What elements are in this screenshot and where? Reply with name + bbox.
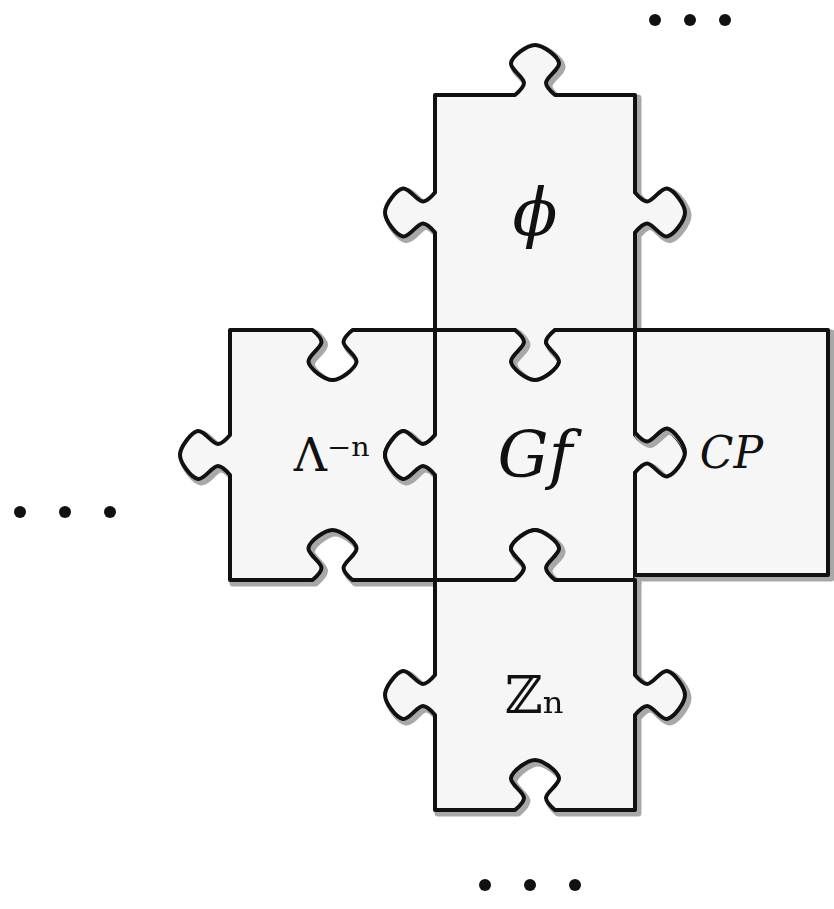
piece-label: ϕ — [513, 180, 558, 246]
dot — [14, 506, 26, 518]
piece-label: ℤₙ — [505, 669, 565, 721]
dot — [104, 506, 116, 518]
piece-label: Λ⁻ⁿ — [294, 432, 371, 478]
dot — [649, 14, 661, 26]
dot — [59, 506, 71, 518]
dot — [684, 14, 696, 26]
puzzle-piece: ℤₙ — [377, 522, 693, 868]
dot — [569, 879, 581, 891]
piece-label: CP — [700, 431, 763, 475]
piece-label: Gf — [498, 423, 573, 487]
dot — [479, 879, 491, 891]
dot — [719, 14, 731, 26]
dot — [524, 879, 536, 891]
piece-border — [635, 330, 828, 575]
piece-border — [385, 530, 685, 810]
